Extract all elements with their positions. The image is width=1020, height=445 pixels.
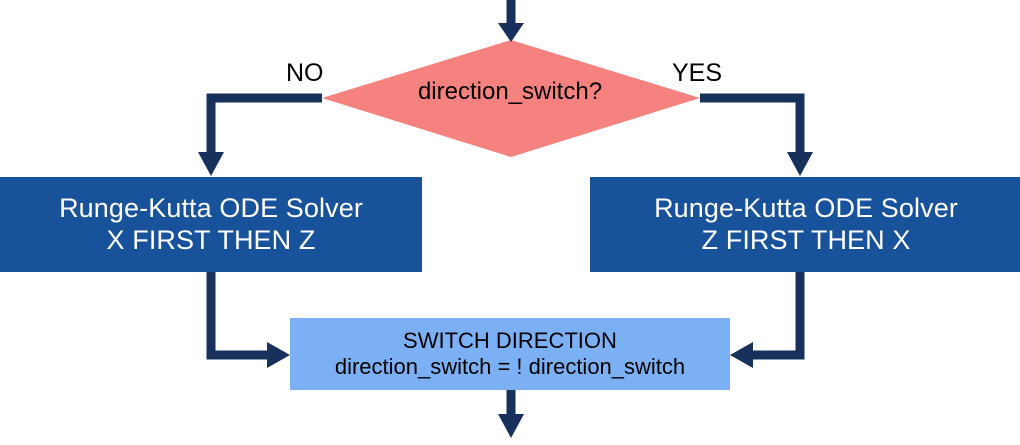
edge-no-to-solver-x-first: [198, 93, 322, 176]
process-node-solver-z-first-line1: Runge-Kutta ODE Solver: [654, 193, 958, 224]
edge-label-yes: YES: [672, 59, 723, 87]
process-node-solver-x-first-line2: X FIRST THEN Z: [106, 224, 316, 255]
process-node-solver-z-first-line2: Z FIRST THEN X: [701, 224, 911, 255]
edge-inlet-to-decision: [498, 0, 524, 42]
edge-label-no: NO: [286, 59, 324, 87]
action-node-switch-direction-line1: SWITCH DIRECTION: [403, 328, 617, 354]
edge-solver-z-first-to-switch: [730, 272, 805, 368]
process-node-solver-z-first: Runge-Kutta ODE Solver Z FIRST THEN X: [590, 177, 1020, 272]
process-node-solver-x-first-line1: Runge-Kutta ODE Solver: [59, 193, 363, 224]
action-node-switch-direction-line2: direction_switch = ! direction_switch: [334, 354, 686, 379]
process-node-solver-x-first: Runge-Kutta ODE Solver X FIRST THEN Z: [0, 177, 422, 272]
edge-outlet-from-switch: [498, 390, 524, 438]
edge-solver-x-first-to-switch: [206, 272, 290, 368]
edge-yes-to-solver-z-first: [700, 93, 813, 176]
decision-diamond-shape: [322, 40, 700, 157]
action-node-switch-direction: SWITCH DIRECTION direction_switch = ! di…: [290, 318, 730, 390]
